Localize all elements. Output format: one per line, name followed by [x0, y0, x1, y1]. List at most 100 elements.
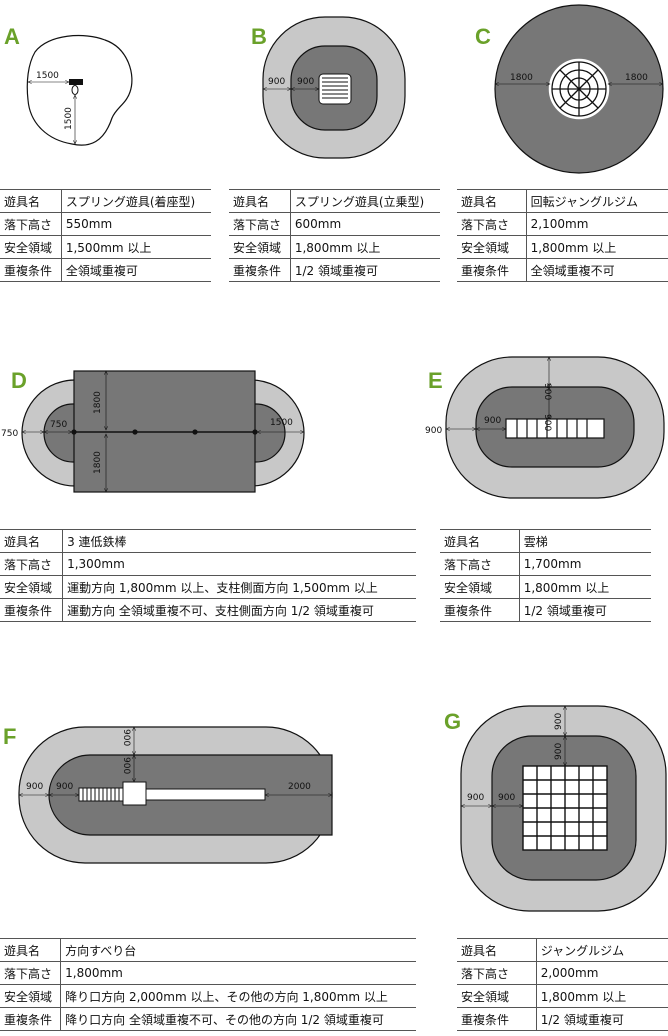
- value-overlap: 1/2 領域重複可: [290, 258, 440, 282]
- value-name: 3 連低鉄棒: [62, 529, 416, 553]
- key-overlap: 重複条件: [457, 1007, 537, 1031]
- value-overlap: 全領域重複不可: [526, 258, 668, 282]
- value-overlap: 1/2 領域重複可: [519, 598, 651, 622]
- key-height: 落下高さ: [0, 961, 62, 985]
- value-overlap: 全領域重複可: [61, 258, 211, 282]
- value-name: 方向すべり台: [60, 938, 416, 962]
- post-d-1: [71, 429, 77, 435]
- dim-g-4: 900: [554, 743, 564, 760]
- value-area: 降り口方向 2,000mm 以上、その他の方向 1,800mm 以上: [60, 984, 416, 1008]
- dim-e-4: 900: [542, 414, 552, 431]
- dim-f-1: 900: [26, 782, 43, 792]
- slide-stairs-icon: [78, 787, 124, 802]
- dim-d-4: 1800: [93, 391, 103, 414]
- post-d-3: [192, 429, 198, 435]
- dim-e-1: 900: [425, 426, 442, 436]
- value-height: 1,700mm: [519, 552, 651, 576]
- key-area: 安全領域: [457, 235, 527, 259]
- key-name: 遊具名: [0, 189, 62, 213]
- key-height: 落下高さ: [440, 552, 520, 576]
- key-area: 安全領域: [0, 235, 62, 259]
- label-a: A: [4, 24, 20, 49]
- label-b: B: [251, 24, 267, 49]
- dim-f-3: 900: [121, 729, 131, 746]
- value-area: 1,800mm 以上: [290, 235, 440, 259]
- dim-e-3: 900: [542, 383, 552, 400]
- key-height: 落下高さ: [0, 552, 64, 576]
- dim-g-1: 900: [467, 793, 484, 803]
- slide-platform-icon: [122, 781, 147, 806]
- label-e: E: [428, 368, 443, 393]
- dim-a-1: 1500: [36, 71, 59, 81]
- dim-d-5: 1800: [93, 451, 103, 474]
- post-d-2: [132, 429, 138, 435]
- slide-chute-icon: [145, 788, 266, 801]
- value-overlap: 1/2 領域重複可: [536, 1007, 668, 1031]
- diagram-b: 900 900: [262, 16, 406, 159]
- diagram-a: 1500 1500: [26, 34, 133, 146]
- value-name: ジャングルジム: [536, 938, 668, 962]
- label-c: C: [475, 24, 491, 49]
- label-f: F: [3, 724, 17, 749]
- value-height: 600mm: [290, 212, 440, 236]
- key-height: 落下高さ: [229, 212, 291, 236]
- key-area: 安全領域: [0, 984, 62, 1008]
- value-area: 1,800mm 以上: [519, 575, 651, 599]
- safety-area-a: [26, 34, 133, 146]
- key-name: 遊具名: [229, 189, 291, 213]
- dim-f-2: 900: [56, 782, 73, 792]
- dim-b-2: 900: [297, 77, 314, 87]
- dim-f-5: 2000: [288, 782, 311, 792]
- value-height: 1,300mm: [62, 552, 416, 576]
- value-height: 2,100mm: [526, 212, 668, 236]
- key-height: 落下高さ: [457, 961, 537, 985]
- diagram-g: 900 900 900 900: [460, 705, 667, 912]
- value-height: 550mm: [61, 212, 211, 236]
- value-height: 1,800mm: [60, 961, 416, 985]
- dim-c-1: 1800: [510, 73, 533, 83]
- value-area: 1,800mm 以上: [526, 235, 668, 259]
- value-name: 回転ジャングルジム: [526, 189, 668, 213]
- dim-f-4: 900: [121, 757, 131, 774]
- key-overlap: 重複条件: [229, 258, 291, 282]
- dim-d-1: 750: [1, 429, 18, 439]
- key-overlap: 重複条件: [457, 258, 527, 282]
- label-d: D: [11, 368, 27, 393]
- value-overlap: 降り口方向 全領域重複不可、その他の方向 1/2 領域重複可: [60, 1007, 416, 1031]
- value-area: 1,800mm 以上: [536, 984, 668, 1008]
- value-height: 2,000mm: [536, 961, 668, 985]
- key-height: 落下高さ: [0, 212, 62, 236]
- key-overlap: 重複条件: [440, 598, 520, 622]
- key-area: 安全領域: [0, 575, 64, 599]
- dim-c-2: 1800: [625, 73, 648, 83]
- dim-d-3: 1500: [270, 418, 293, 428]
- key-overlap: 重複条件: [0, 258, 62, 282]
- post-d-4: [252, 429, 258, 435]
- monkey-bars-icon: [505, 418, 605, 439]
- value-name: スプリング遊具(着座型): [61, 189, 211, 213]
- key-area: 安全領域: [440, 575, 520, 599]
- diagram-d: 750 750 1500 1800 1800: [1, 370, 305, 493]
- key-name: 遊具名: [440, 529, 520, 553]
- dim-a-2: 1500: [64, 107, 74, 130]
- spring-icon: [71, 85, 79, 95]
- dim-g-3: 900: [554, 713, 564, 730]
- key-overlap: 重複条件: [0, 1007, 62, 1031]
- dim-b-1: 900: [268, 77, 285, 87]
- key-overlap: 重複条件: [0, 598, 64, 622]
- value-area: 運動方向 1,800mm 以上、支柱側面方向 1,500mm 以上: [62, 575, 416, 599]
- diagram-e: 900 900 900 900: [425, 356, 665, 499]
- key-area: 安全領域: [457, 984, 537, 1008]
- spring-seat-icon: [69, 79, 83, 85]
- key-name: 遊具名: [0, 938, 62, 962]
- diagram-f: 900 900 900 900 2000: [18, 726, 333, 864]
- key-area: 安全領域: [229, 235, 291, 259]
- dim-e-2: 900: [484, 416, 501, 426]
